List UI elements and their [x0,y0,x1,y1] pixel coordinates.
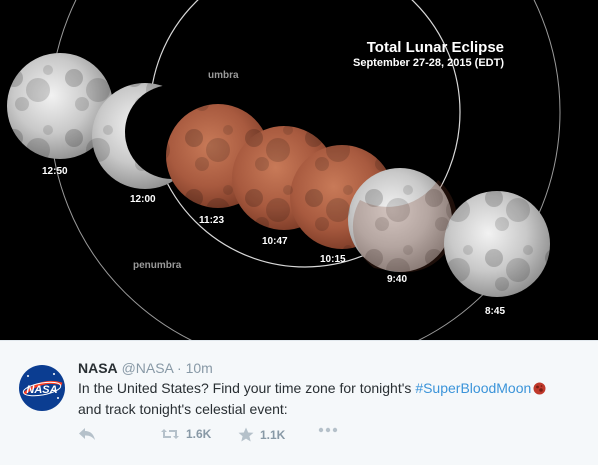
umbra-label: umbra [208,70,239,81]
time-label: 12:50 [42,166,68,177]
nasa-avatar[interactable]: NASA [18,364,66,412]
eclipse-image[interactable]: Total Lunar Eclipse September 27-28, 201… [0,0,598,340]
author-name[interactable]: NASA [78,360,118,376]
timestamp[interactable]: 10m [185,360,213,376]
retweet-count: 1.6K [186,427,212,441]
more-button[interactable] [318,427,338,433]
tweet-header: NASA @NASA · 10m [78,359,213,377]
separator: · [177,360,182,376]
reply-button[interactable] [78,427,96,441]
retweet-icon [161,429,179,439]
tweet-text-part: In the United States? Find your time zon… [78,380,416,396]
eclipse-diagram: Total Lunar Eclipse September 27-28, 201… [7,0,561,340]
eclipse-subtitle: September 27-28, 2015 (EDT) [353,57,504,69]
time-label: 11:23 [199,215,224,226]
tweet-text: In the United States? Find your time zon… [78,379,578,419]
blood-moon-emoji-icon [533,381,546,400]
penumbra-label: penumbra [133,260,182,271]
time-label: 8:45 [485,306,505,317]
hashtag-link[interactable]: #SuperBloodMoon [415,380,532,396]
time-label: 10:15 [320,254,346,265]
eclipse-title: Total Lunar Eclipse [367,39,504,56]
tweet-text-part: and track tonight's celestial event: [78,401,288,417]
favorite-count: 1.1K [260,427,286,442]
moon-1250 [7,53,113,159]
moon-940 [348,168,458,273]
author-handle[interactable]: @NASA [121,360,174,376]
tweet: NASA NASA @NASA · 10m In the United Stat… [0,340,598,465]
more-dots-icon [318,427,338,433]
time-label: 9:40 [387,274,407,285]
reply-icon [79,428,95,440]
favorite-button[interactable]: 1.1K [238,427,285,442]
time-label: 10:47 [262,236,288,247]
star-icon [238,427,254,442]
avatar-text: NASA [26,384,57,396]
time-label: 12:00 [130,194,156,205]
moon-845 [444,191,550,297]
retweet-button[interactable]: 1.6K [160,427,211,441]
